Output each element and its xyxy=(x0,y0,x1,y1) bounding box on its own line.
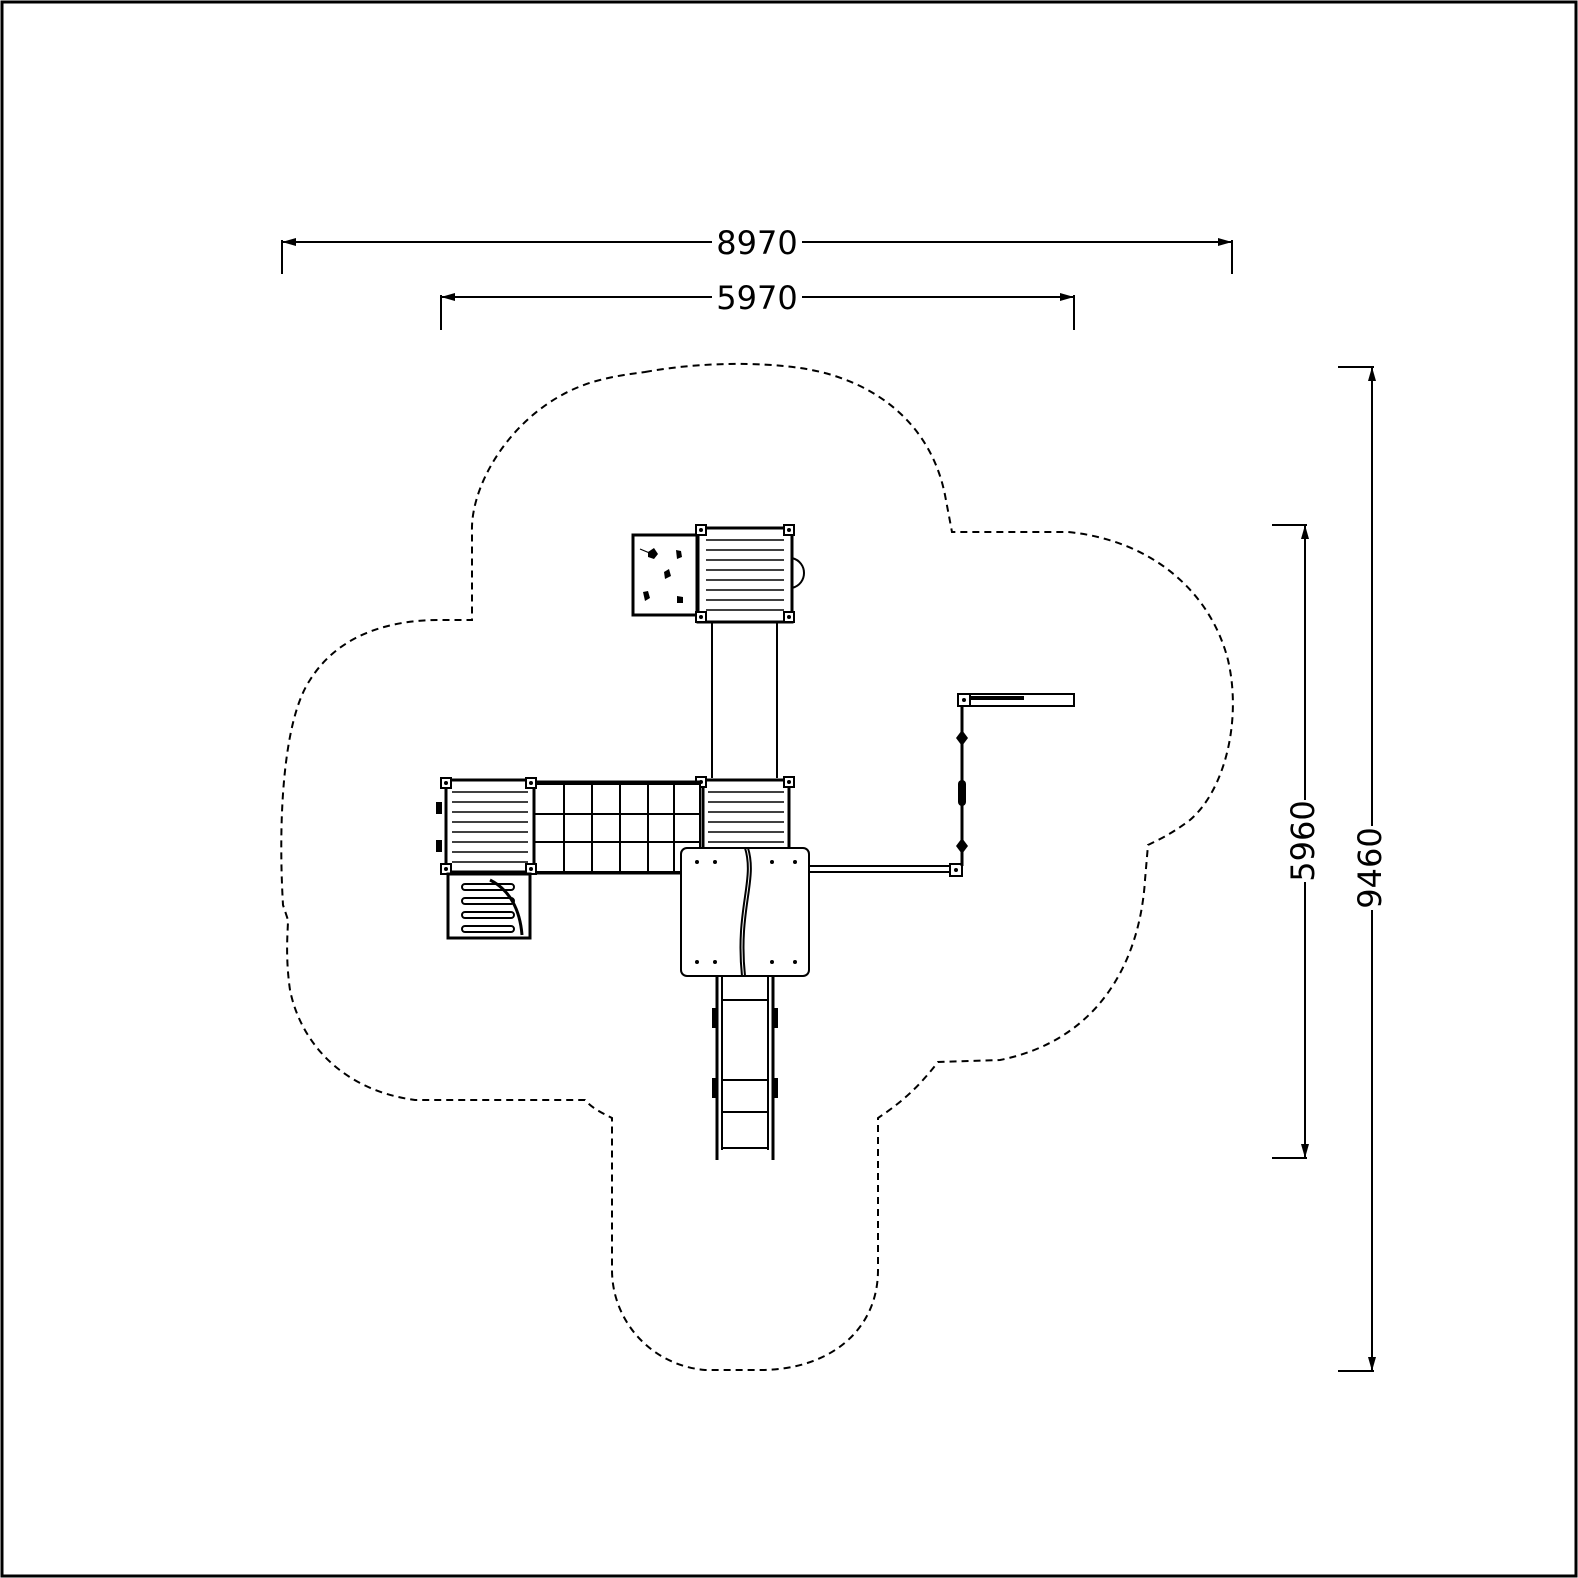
climbing-wall xyxy=(631,533,699,617)
climbing-pole xyxy=(956,702,968,866)
connecting-bridge-vertical xyxy=(711,622,778,778)
dimension-overall-depth: 9460 xyxy=(1338,366,1389,1372)
left-tower-deck xyxy=(436,777,537,875)
net-bridge xyxy=(533,780,701,875)
dimension-label-structure-width: 5970 xyxy=(716,279,797,317)
top-tower-deck xyxy=(695,524,805,624)
dimension-structure-depth: 5960 xyxy=(1272,524,1322,1159)
dimension-label-overall-width: 8970 xyxy=(716,224,797,262)
slide xyxy=(712,976,778,1160)
dimension-overall-width: 8970 xyxy=(281,224,1233,274)
dimension-label-overall-depth: 9460 xyxy=(1351,827,1389,908)
safety-zone-outline xyxy=(280,362,1234,1371)
dimension-structure-width: 5970 xyxy=(440,279,1075,330)
roof-panel xyxy=(680,847,810,977)
middle-tower-deck xyxy=(695,776,795,852)
horizontal-bar xyxy=(809,863,963,877)
access-ladder xyxy=(446,872,532,940)
dimension-label-structure-depth: 5960 xyxy=(1284,800,1322,881)
monkey-bar xyxy=(957,693,1075,707)
